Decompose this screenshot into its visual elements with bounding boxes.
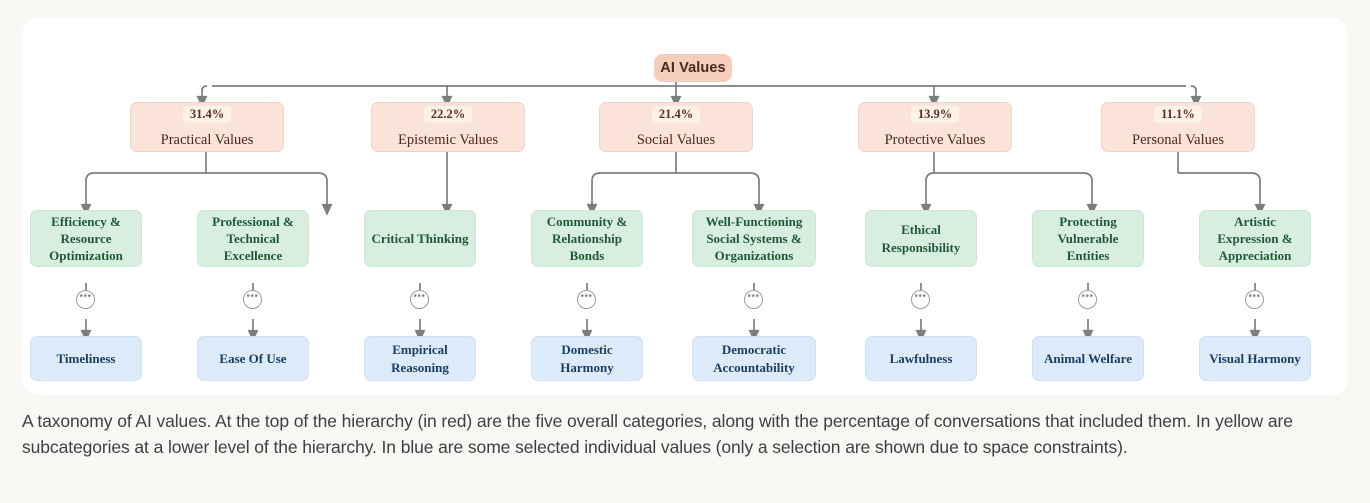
value-label-line: Reasoning — [391, 359, 449, 375]
node-category-protective-values[interactable]: 13.9% Protective Values — [858, 102, 1012, 152]
node-category-social-values[interactable]: 21.4% Social Values — [599, 102, 753, 152]
category-label: Social Values — [636, 132, 716, 149]
subcategory-label-line: Well-Functioning — [705, 213, 803, 229]
subcategory-label-line: Artistic — [1234, 213, 1276, 229]
subcategory-label-line: Bonds — [569, 248, 605, 264]
subcategory-label-line: Excellence — [223, 248, 283, 264]
category-percentage: 21.4% — [651, 106, 701, 124]
ellipsis-label: ••• — [1081, 290, 1094, 302]
node-subcategory-ethical-responsibility[interactable]: Ethical Responsibility — [865, 210, 977, 267]
ellipsis-icon[interactable]: ••• — [1245, 290, 1264, 309]
ellipsis-label: ••• — [246, 290, 259, 302]
category-percentage: 11.1% — [1154, 106, 1202, 124]
value-label-line: Domestic — [561, 342, 613, 358]
node-value-ease-of-use[interactable]: Ease Of Use — [197, 336, 309, 381]
subcategory-label-line: Critical Thinking — [371, 230, 469, 246]
node-value-animal-welfare[interactable]: Animal Welfare — [1032, 336, 1144, 381]
subcategory-label-line: Optimization — [49, 248, 123, 264]
node-value-visual-harmony[interactable]: Visual Harmony — [1199, 336, 1311, 381]
subcategory-label-line: Protecting — [1059, 213, 1117, 229]
node-category-epistemic-values[interactable]: 22.2% Epistemic Values — [371, 102, 525, 152]
node-subcategory-professional-technical-excellence[interactable]: Professional & Technical Excellence — [197, 210, 309, 267]
subcategory-label-line: Organizations — [714, 248, 794, 264]
node-value-timeliness[interactable]: Timeliness — [30, 336, 142, 381]
value-label-line: Visual Harmony — [1209, 350, 1301, 366]
category-label: Epistemic Values — [397, 132, 498, 149]
subcategory-label-line: Technical — [226, 230, 280, 246]
subcategory-label-line: Community & — [546, 213, 628, 229]
ellipsis-label: ••• — [914, 290, 927, 302]
subcategory-label-line: Relationship — [551, 230, 623, 246]
subcategory-label-line: Responsibility — [881, 239, 961, 255]
ellipsis-label: ••• — [580, 290, 593, 302]
node-subcategory-community-relationship-bonds[interactable]: Community & Relationship Bonds — [531, 210, 643, 267]
ellipsis-label: ••• — [413, 290, 426, 302]
value-label-line: Accountability — [713, 359, 795, 375]
figure-caption: A taxonomy of AI values. At the top of t… — [22, 411, 1293, 457]
ellipsis-label: ••• — [1248, 290, 1261, 302]
category-percentage: 22.2% — [423, 106, 473, 124]
category-percentage: 31.4% — [182, 106, 232, 124]
value-label-line: Harmony — [560, 359, 614, 375]
node-subcategory-protecting-vulnerable-entities[interactable]: Protecting Vulnerable Entities — [1032, 210, 1144, 267]
value-label-line: Democratic — [721, 342, 787, 358]
node-value-democratic-accountability[interactable]: Democratic Accountability — [692, 336, 816, 381]
subcategory-label-line: Entities — [1066, 248, 1110, 264]
subcategory-label-line: Professional & — [212, 213, 294, 229]
ellipsis-icon[interactable]: ••• — [744, 290, 763, 309]
ellipsis-icon[interactable]: ••• — [577, 290, 596, 309]
taxonomy-diagram: AI Values 31.4% Practical Values 22.2% E… — [22, 18, 1348, 395]
subcategory-label-line: Ethical — [901, 222, 941, 238]
category-label: Protective Values — [884, 132, 986, 149]
node-value-empirical-reasoning[interactable]: Empirical Reasoning — [364, 336, 476, 381]
node-subcategory-critical-thinking[interactable]: Critical Thinking — [364, 210, 476, 267]
subcategory-label-line: Efficiency & — [51, 213, 121, 229]
value-label-line: Animal Welfare — [1044, 350, 1132, 366]
ellipsis-icon[interactable]: ••• — [911, 290, 930, 309]
subcategory-label-line: Expression & — [1217, 230, 1293, 246]
node-category-personal-values[interactable]: 11.1% Personal Values — [1101, 102, 1255, 152]
ellipsis-icon[interactable]: ••• — [410, 290, 429, 309]
subcategory-label-line: Social Systems & — [706, 230, 802, 246]
node-subcategory-artistic-expression-appreciation[interactable]: Artistic Expression & Appreciation — [1199, 210, 1311, 267]
node-category-practical-values[interactable]: 31.4% Practical Values — [130, 102, 284, 152]
value-label-line: Empirical — [392, 342, 448, 358]
node-subcategory-efficiency-resource-optimization[interactable]: Efficiency & Resource Optimization — [30, 210, 142, 267]
ellipsis-icon[interactable]: ••• — [243, 290, 262, 309]
value-label-line: Timeliness — [56, 350, 116, 366]
node-root-ai-values[interactable]: AI Values — [654, 54, 732, 82]
diagram-card: AI Values 31.4% Practical Values 22.2% E… — [22, 18, 1348, 395]
subcategory-label-line: Resource — [60, 230, 112, 246]
subcategory-label-line: Vulnerable — [1057, 230, 1119, 246]
node-value-domestic-harmony[interactable]: Domestic Harmony — [531, 336, 643, 381]
ellipsis-icon[interactable]: ••• — [1078, 290, 1097, 309]
category-label: Personal Values — [1132, 132, 1224, 149]
category-label: Practical Values — [160, 132, 254, 149]
node-value-lawfulness[interactable]: Lawfulness — [865, 336, 977, 381]
ellipsis-label: ••• — [747, 290, 760, 302]
value-label-line: Ease Of Use — [219, 350, 287, 366]
category-percentage: 13.9% — [910, 106, 960, 124]
node-subcategory-well-functioning-social-systems-organizations[interactable]: Well-Functioning Social Systems & Organi… — [692, 210, 816, 267]
value-label-line: Lawfulness — [889, 350, 953, 366]
ellipsis-icon[interactable]: ••• — [76, 290, 95, 309]
subcategory-label-line: Appreciation — [1218, 248, 1292, 264]
node-root-label: AI Values — [660, 60, 726, 76]
ellipsis-label: ••• — [79, 290, 92, 302]
